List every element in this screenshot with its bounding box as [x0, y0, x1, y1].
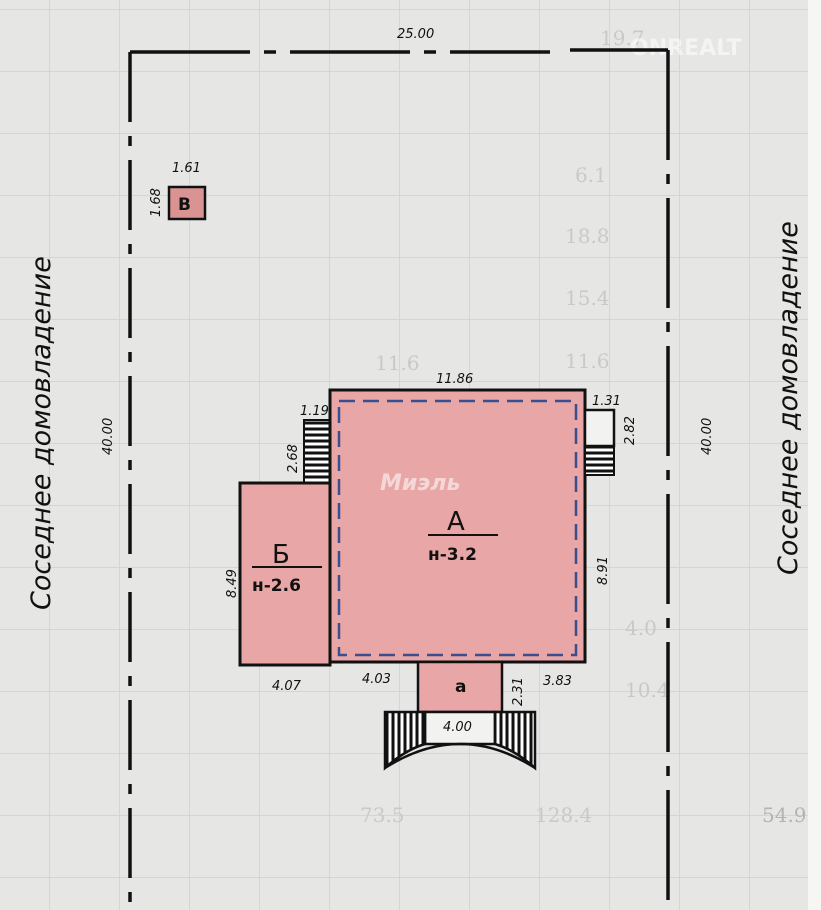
building-a-front-left-label: 4.03 [362, 672, 391, 687]
left-stairs-width-label: 1.19 [300, 404, 329, 419]
faint-number: 15.4 [565, 286, 610, 310]
faint-number: 11.6 [565, 349, 610, 373]
building-a-width-label: 11.86 [436, 372, 473, 387]
porch-a-width-label: 4.00 [443, 720, 472, 735]
right-neighbor-label: Соседнее домовладение [773, 221, 804, 575]
shed-depth-label: 1.68 [149, 188, 164, 217]
miel-watermark: Миэль [380, 471, 460, 496]
right-annex-width-label: 1.31 [592, 394, 621, 409]
lot-width-label: 25.00 [397, 27, 434, 42]
left-stairs-depth-label: 2.68 [286, 444, 301, 473]
building-a-height: н-3.2 [428, 545, 477, 565]
building-b-depth-label: 8.49 [225, 569, 240, 598]
faint-number: 19.7 [600, 26, 645, 50]
shed-width-label: 1.61 [172, 161, 201, 176]
shed-v: В 1.61 1.68 [149, 161, 207, 221]
building-a-front-right-label: 3.83 [543, 674, 572, 689]
porch-a-letter: а [455, 677, 466, 697]
building-a-letter: А [447, 507, 465, 537]
building-b-letter: Б [272, 540, 290, 570]
faint-number: 73.5 [360, 803, 405, 827]
faint-number: 11.6 [375, 351, 420, 375]
building-b-height: н-2.6 [252, 576, 301, 596]
building-b-width-label: 4.07 [272, 679, 302, 694]
porch-a-depth-label: 2.31 [511, 677, 526, 706]
faint-number: 18.8 [565, 224, 610, 248]
building-b: Б н-2.6 8.49 4.07 [225, 481, 332, 694]
left-neighbor-label: Соседнее домовладение [26, 256, 57, 610]
page-edge [808, 0, 821, 910]
lot-left-length-label: 40.00 [101, 418, 116, 455]
left-stairs: 1.19 2.68 [286, 404, 331, 484]
faint-number: 4.0 [625, 616, 657, 640]
porch-a: а 2.31 4.00 [383, 660, 537, 771]
faint-number: 10.4 [625, 678, 670, 702]
right-annex: 1.31 2.82 [583, 394, 638, 476]
right-annex-depth-label: 2.82 [623, 416, 638, 445]
lot-right-length-label: 40.00 [700, 418, 715, 455]
building-a-depth-label: 8.91 [596, 556, 611, 585]
building-a: 11.86 А н-3.2 8.91 4.03 3.83 Миэль [328, 372, 611, 689]
shed-letter: В [178, 195, 191, 215]
faint-number: 54.9 [762, 803, 807, 827]
faint-numbers: 19.7 6.1 18.8 15.4 11.6 11.6 4.0 10.4 12… [360, 26, 807, 827]
faint-number: 128.4 [535, 803, 592, 827]
lot-boundary [128, 48, 670, 910]
faint-number: 6.1 [575, 163, 607, 187]
